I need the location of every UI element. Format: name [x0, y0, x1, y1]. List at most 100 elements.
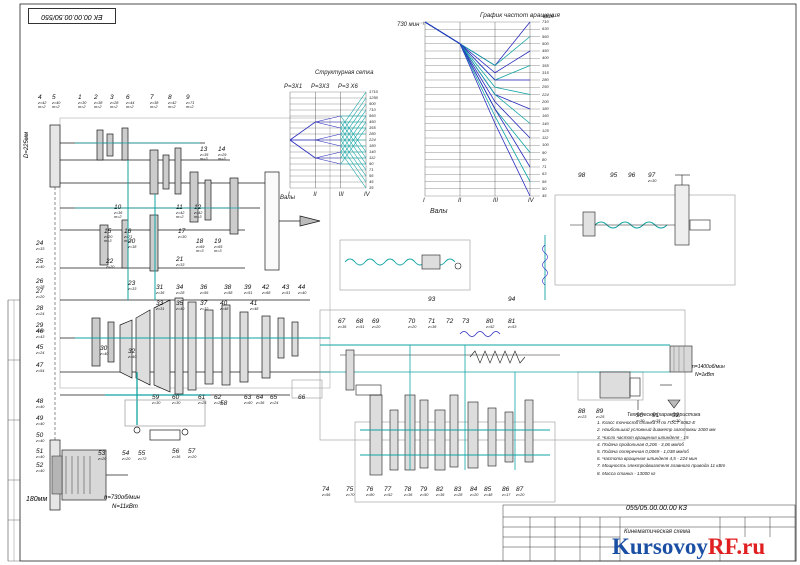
part-number: 21 [176, 256, 184, 263]
speed-tick: 90 [369, 161, 374, 166]
part-number: 54 [122, 450, 130, 457]
tech-line: 3. Число частот вращения шпинделя - 15 [597, 434, 689, 440]
tech-line: 1. Класс точности станка Н по ГОСТ 8082-… [597, 420, 696, 426]
part-number: 11 [176, 204, 183, 211]
teeth-count: z=30 [78, 101, 87, 105]
speed-tick: 560 [369, 113, 376, 118]
teeth-count: z=40 [36, 455, 45, 459]
logo-main: Kursovoy [612, 534, 708, 559]
part-number: 18 [196, 238, 204, 245]
teeth-count: z=42 [194, 211, 203, 215]
part-number: 3 [110, 94, 114, 101]
part-number: 30 [100, 345, 108, 352]
speed-value: 112 [542, 135, 549, 140]
structure-grid-title: Структурная сетка [315, 70, 374, 76]
part-callout: 72 [446, 318, 453, 325]
speed-value: 90 [542, 149, 547, 155]
teeth-count: z=30 [636, 419, 645, 423]
teeth-count: z=25 [596, 415, 605, 419]
teeth-count: z=28 [454, 493, 463, 497]
speed-value: 71 [542, 164, 547, 169]
frame-border [19, 3, 797, 562]
teeth-count: z=28 [110, 101, 119, 105]
part-number: 23 [128, 280, 136, 287]
part-number: 80 [486, 318, 494, 325]
part-number: 16 [124, 228, 132, 235]
tech-line: 6. Частота вращения шпинделя 4,5 - 224 м… [597, 456, 698, 462]
module: m=3 [214, 249, 222, 253]
part-number: 37 [200, 300, 208, 307]
speed-chart-axis: Валы [430, 208, 448, 215]
teeth-count: z=44 [126, 101, 135, 105]
part-callout: 95 [610, 172, 617, 179]
speed-tick: 112 [369, 155, 376, 160]
speed-tick: 71 [369, 167, 374, 172]
part-number: 81 [508, 318, 516, 325]
part-number: 28 [36, 305, 44, 312]
speed-roman: III [493, 198, 499, 204]
tech-specs: Техническая характеристика 1. Класс точн… [597, 412, 792, 477]
teeth-count: z=52 [486, 325, 495, 329]
site-logo[interactable]: KursovoyRF.ru [612, 534, 765, 560]
module: m=3 [194, 215, 202, 219]
teeth-count: z=24 [36, 351, 45, 355]
speed-value: 630 [542, 26, 549, 32]
part-number: 67 [338, 318, 346, 325]
teeth-count: z=30 [672, 419, 681, 423]
speed-tick: 180 [369, 143, 376, 148]
module: m=3 [200, 157, 208, 161]
speed-value: 250 [542, 84, 549, 90]
teeth-count: z=20 [470, 493, 479, 497]
part-number: 9 [186, 94, 190, 101]
part-number: 65 [270, 394, 278, 401]
teeth-count: z=43 [36, 335, 45, 339]
speed-tick: 1250 [369, 95, 378, 100]
teeth-count: z=40 [36, 422, 45, 426]
teeth-count: z=71 [186, 101, 195, 105]
speed-value: 56 [542, 178, 547, 184]
teeth-count: z=36 [404, 493, 413, 497]
part-number: 44 [298, 284, 306, 291]
part-number: 26 [36, 278, 44, 285]
part-number: 52 [36, 462, 44, 469]
speed-value: 450 [542, 48, 549, 53]
feed-motor-power: N=1кВт [695, 372, 715, 378]
tech-line: 8. Масса станка - 13000 кг [597, 470, 656, 476]
speed-value: 200 [542, 98, 549, 104]
teeth-count: z=33 [176, 263, 185, 267]
teeth-count: z=40 [298, 291, 307, 295]
part-number: 69 [372, 318, 380, 325]
teeth-count: z=71 [124, 235, 133, 239]
speed-roman: IV [528, 198, 534, 204]
part-number: 25 [36, 258, 44, 265]
teeth-count: z=51 [244, 291, 253, 295]
roman-shafts-label: Валы [280, 195, 296, 201]
teeth-count: z=68 [262, 291, 271, 295]
teeth-count: z=20 [372, 325, 381, 329]
part-callout: 73 [462, 318, 469, 325]
teeth-count: z=20 [408, 325, 417, 329]
part-number: 8 [168, 94, 172, 101]
